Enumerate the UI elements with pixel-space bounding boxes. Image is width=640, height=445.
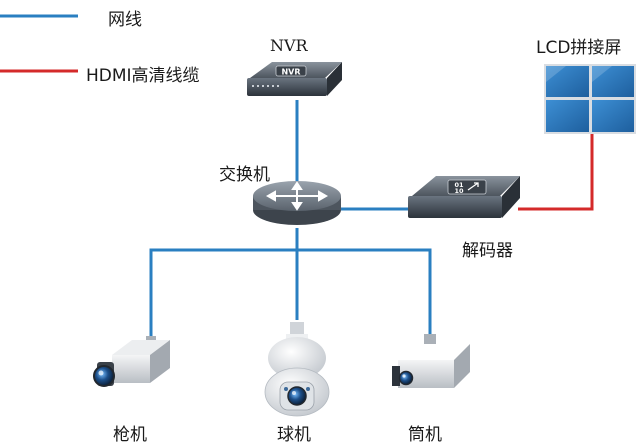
lcd-video-wall[interactable] <box>544 64 636 134</box>
dome-camera-label: 球机 <box>277 425 311 445</box>
dome-camera-lens <box>287 386 307 406</box>
decoder-device[interactable]: 01 10 <box>408 176 520 218</box>
nvr-label: NVR <box>270 36 308 55</box>
decoder-badge-top: 01 <box>454 181 464 189</box>
gun-camera-lens <box>93 365 115 387</box>
nvr-badge: NVR <box>281 68 300 77</box>
gun-camera-label: 枪机 <box>113 425 147 445</box>
switch-label: 交换机 <box>219 165 270 185</box>
network-cables <box>149 100 432 342</box>
decoder-badge-bottom: 10 <box>454 187 464 195</box>
legend-hdmi-label: HDMI高清线缆 <box>86 66 200 86</box>
nvr-device[interactable]: NVR <box>247 62 342 96</box>
dome-camera[interactable] <box>264 322 330 417</box>
decoder-label: 解码器 <box>462 241 513 261</box>
gun-camera[interactable] <box>93 336 170 387</box>
switch-arrows-icon <box>265 181 329 211</box>
network-switch[interactable] <box>253 181 341 225</box>
decoder-arrow-icon <box>467 182 479 191</box>
legend-network-label: 网线 <box>108 10 142 30</box>
lcd-label: LCD拼接屏 <box>536 38 622 58</box>
bullet-camera-label: 筒机 <box>408 425 442 445</box>
bullet-camera-lens <box>398 370 414 386</box>
bullet-camera[interactable] <box>392 334 470 388</box>
hdmi-cable <box>518 132 594 211</box>
